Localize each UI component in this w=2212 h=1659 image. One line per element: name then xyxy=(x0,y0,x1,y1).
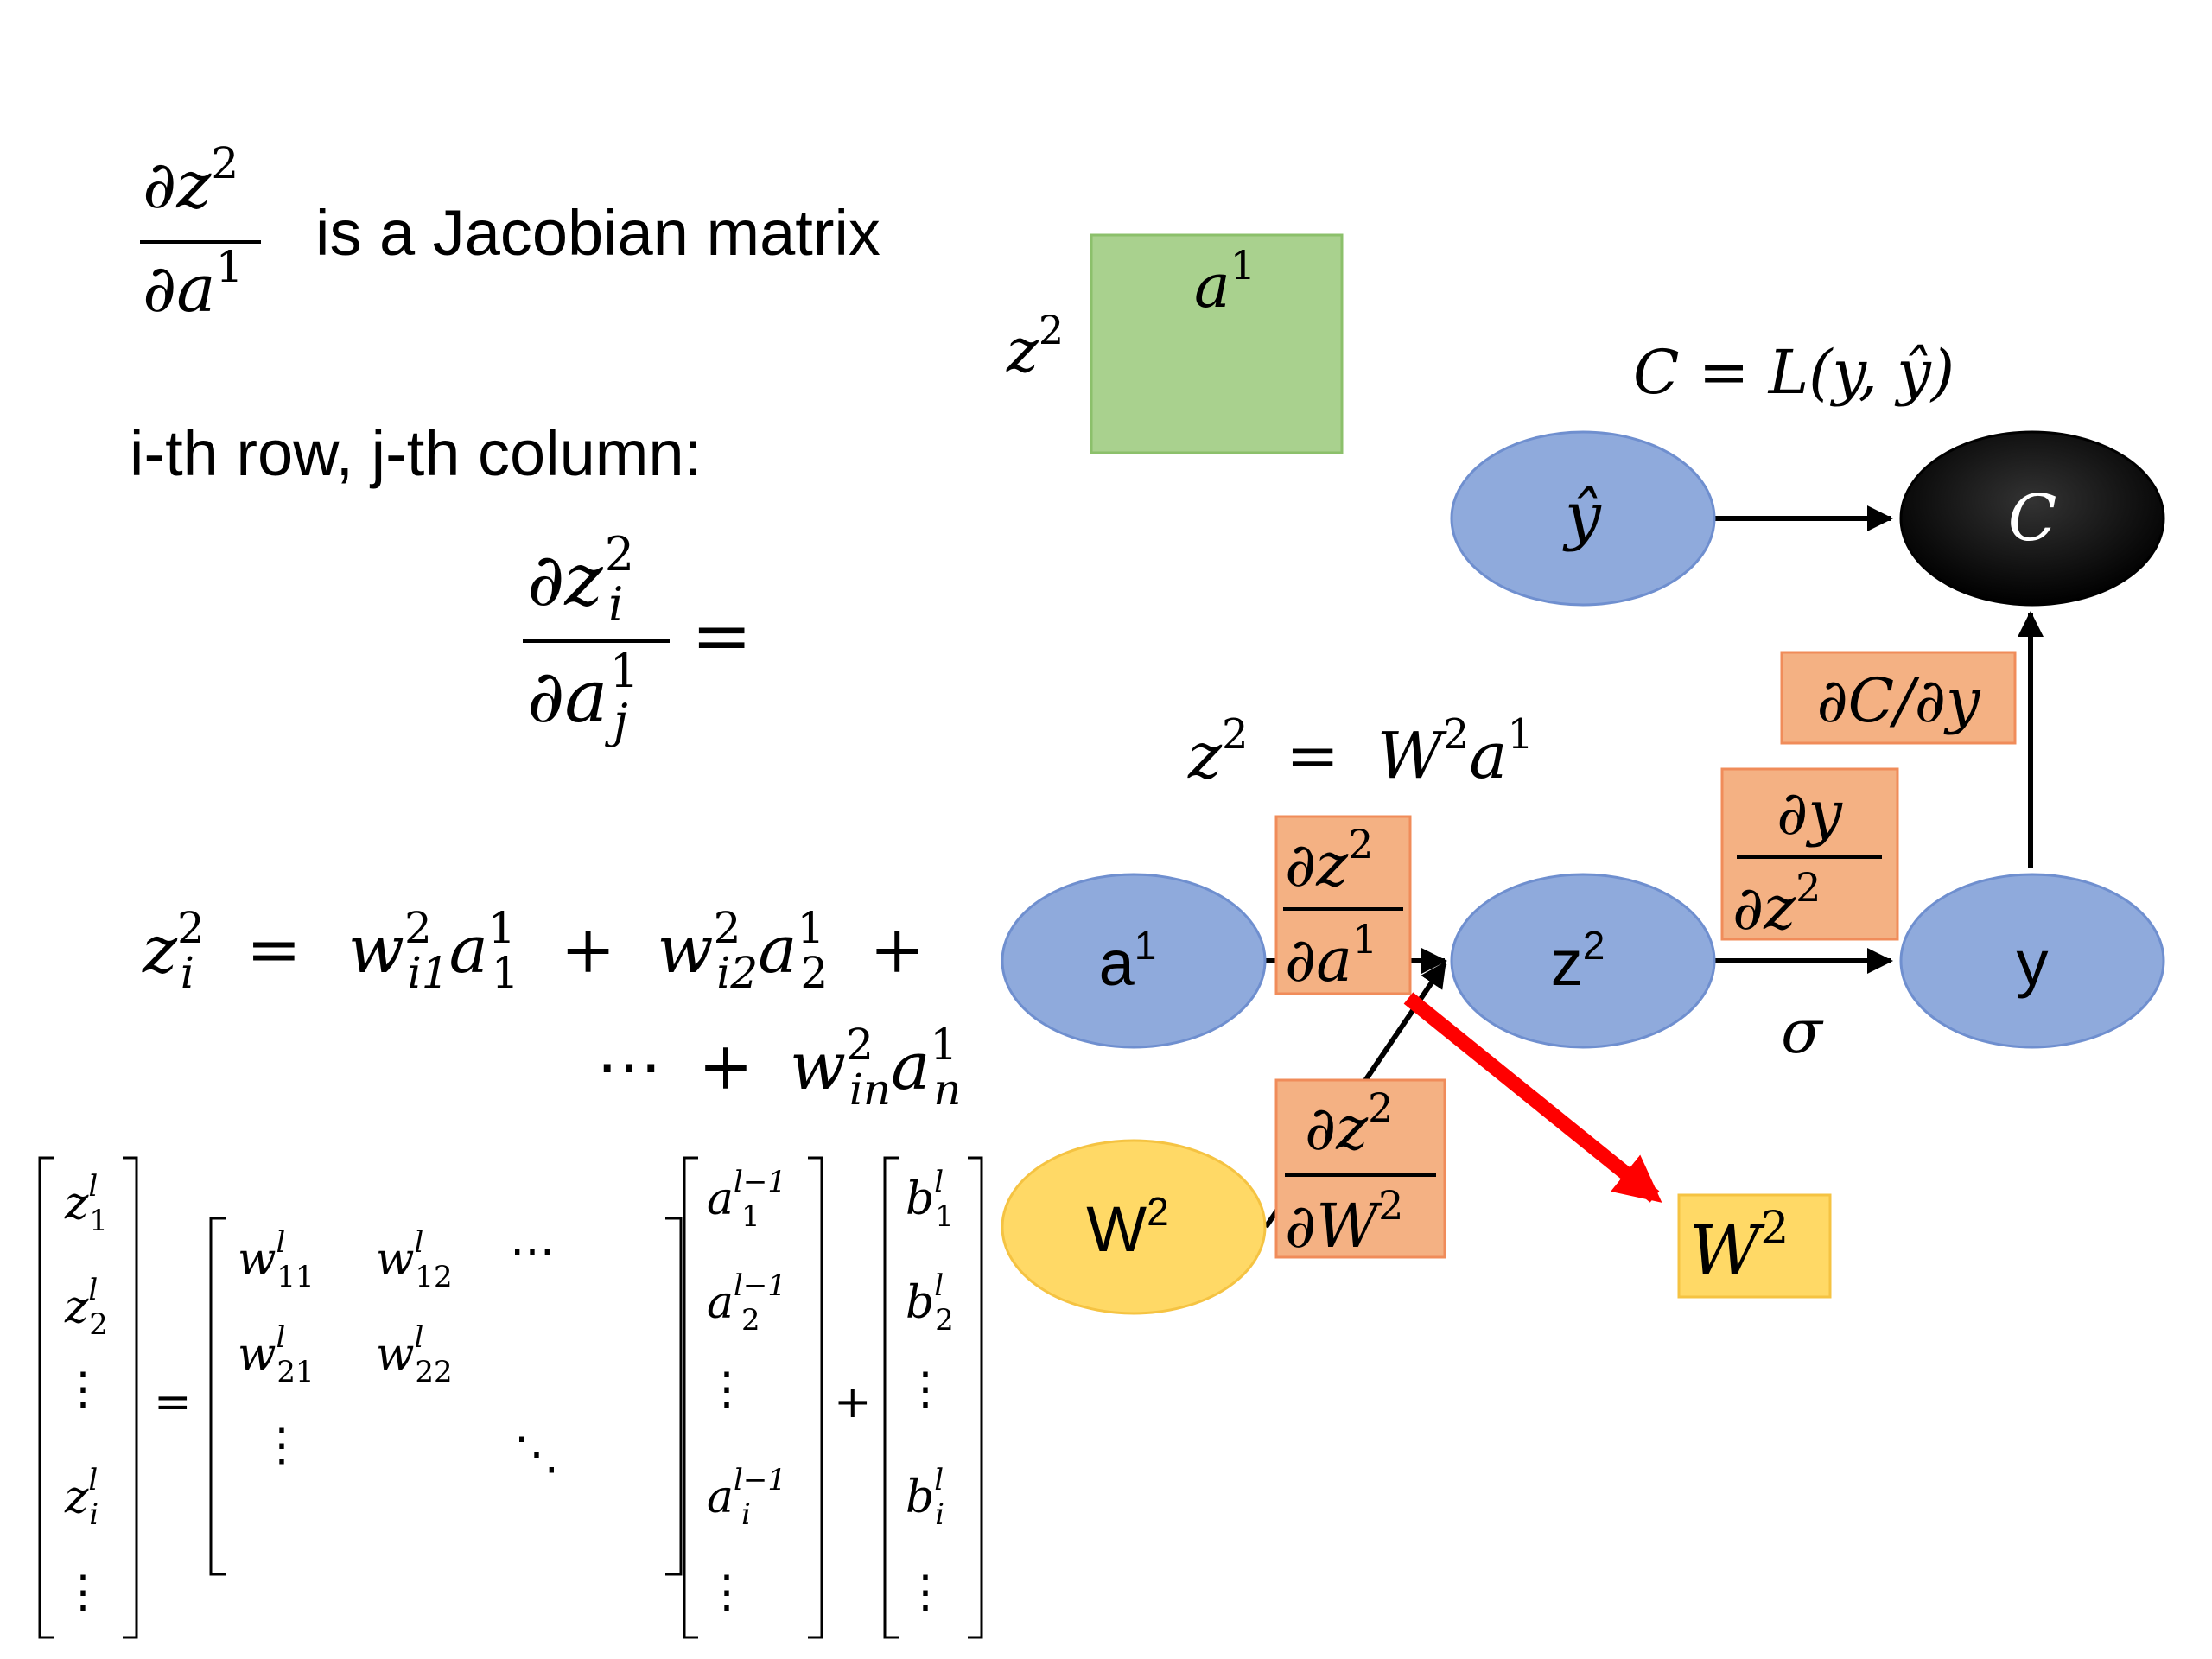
red-gradient-arrow xyxy=(1403,992,1662,1203)
node-z2 xyxy=(1450,873,1716,1049)
label-dz2-da1-num: ∂z2 xyxy=(1285,821,1373,900)
label-dz2-da1-box xyxy=(1274,815,1412,995)
frac2-den-sub: j xyxy=(605,694,628,748)
w-bracket-left xyxy=(209,1217,226,1576)
jacobian-box-group: a1 z2 xyxy=(1006,233,1344,454)
svg-text:∂z2: ∂z2 xyxy=(143,138,238,223)
row-col-text: i-th row, j-th column: xyxy=(130,417,702,489)
frac2-den-base: ∂a xyxy=(527,654,608,739)
label-dz2-dW2-box xyxy=(1274,1078,1446,1259)
target-W2-label: W2 xyxy=(1689,1203,1789,1291)
label-dC-dy-box xyxy=(1780,651,2017,745)
svg-text:∂a1j: ∂a1j xyxy=(527,644,639,748)
a-vdots-1: ⋮ xyxy=(704,1363,749,1415)
label-dy-dz2-den: ∂z2 xyxy=(1732,864,1821,944)
node-yhat xyxy=(1450,430,1716,607)
frac1-den-sup: 1 xyxy=(216,242,244,292)
computational-graph: C = L(y, ŷ) z2 = W2a1 ŷ C a1 z2 y W2 σ ∂… xyxy=(1001,337,2165,1315)
b-vdots-1: ⋮ xyxy=(903,1363,948,1415)
cost-equation: C = L(y, ŷ) xyxy=(1633,337,1955,408)
jacobian-box xyxy=(1090,233,1344,454)
node-C-label: C xyxy=(2008,481,2057,556)
svg-text:∂z2i: ∂z2i xyxy=(527,527,634,632)
node-y xyxy=(1899,873,2165,1049)
b-bracket-left xyxy=(883,1156,899,1639)
a-bracket-left xyxy=(683,1156,698,1639)
frac2-equals: = xyxy=(691,594,752,678)
jacobian-text: is a Jacobian matrix xyxy=(315,197,880,269)
label-dC-dy: ∂C/∂y xyxy=(1816,665,1981,736)
w-hdots: ⋯ xyxy=(510,1225,555,1277)
b-bracket-right xyxy=(968,1156,983,1639)
z-bracket-right xyxy=(123,1156,138,1639)
z-bracket-left xyxy=(38,1156,54,1639)
sigma-label: σ xyxy=(1781,996,1824,1067)
matrix-plus: + xyxy=(834,1376,872,1428)
frac2-num-sup: 2 xyxy=(605,527,634,582)
node-a1-label: a1 xyxy=(1099,923,1157,999)
frac2-num-base: ∂z xyxy=(527,537,603,622)
z-vdots-1: ⋮ xyxy=(60,1363,105,1415)
w-vdots: ⋮ xyxy=(259,1420,304,1471)
node-a1 xyxy=(1001,873,1267,1049)
z-vdots-2: ⋮ xyxy=(60,1567,105,1618)
frac1-num-sup: 2 xyxy=(211,138,238,188)
frac2-den-sup: 1 xyxy=(610,644,639,698)
a-bracket-right xyxy=(808,1156,823,1639)
node-y-label: y xyxy=(2017,927,2049,999)
a-vdots-2: ⋮ xyxy=(704,1567,749,1618)
frac2-num-sub: i xyxy=(608,577,623,632)
frac1-num-base: ∂z xyxy=(143,146,212,223)
node-yhat-label: ŷ xyxy=(1562,479,1602,553)
w-bracket-right xyxy=(665,1217,683,1576)
forward-equation: z2 = W2a1 xyxy=(1187,690,1534,793)
svg-text:∂a1: ∂a1 xyxy=(143,242,243,327)
matrix-equals: = xyxy=(154,1376,192,1428)
w-ddots: ⋱ xyxy=(514,1428,559,1480)
node-C xyxy=(1899,430,2165,607)
jacobian-fraction: ∂z2 ∂a1 xyxy=(140,138,261,327)
node-W2 xyxy=(1001,1139,1267,1315)
node-z2-label: z2 xyxy=(1551,923,1605,999)
jacobian-col-label: a1 xyxy=(1194,242,1255,321)
label-dy-dz2-box xyxy=(1720,767,1899,941)
b-vdots-2: ⋮ xyxy=(903,1567,948,1618)
jacobian-row-label: z2 xyxy=(1006,307,1064,386)
label-dz2-dW2-den: ∂W2 xyxy=(1285,1182,1403,1262)
label-dy-dz2-num: ∂y xyxy=(1777,778,1843,849)
frac1-den-base: ∂a xyxy=(143,250,216,327)
label-dz2-dW2-num: ∂z2 xyxy=(1305,1084,1393,1164)
label-dz2-da1-den: ∂a1 xyxy=(1285,916,1377,995)
node-W2-label: W2 xyxy=(1086,1189,1168,1265)
target-W2-box xyxy=(1677,1193,1832,1299)
